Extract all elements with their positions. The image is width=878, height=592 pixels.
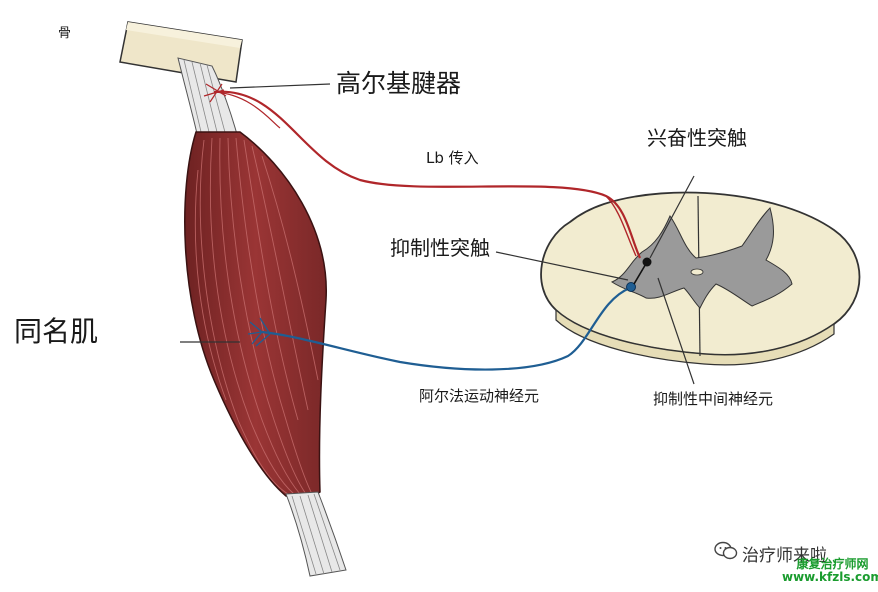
label-bone: 骨: [58, 26, 72, 41]
watermark-site-url: www.kfzls.com: [782, 570, 878, 585]
leader-lines: [180, 83, 695, 385]
label-inhibitory-synapse: 抑制性突触: [390, 236, 490, 260]
label-golgi-tendon-organ: 高尔基腱器: [336, 69, 462, 98]
alpha-motor-nerve: [247, 286, 631, 371]
spinal-cord: [540, 191, 861, 366]
lower-tendon: [285, 491, 347, 577]
bone: [119, 21, 243, 83]
label-excitatory-synapse: 兴奋性突触: [647, 126, 747, 150]
label-lb-afferent: Lb 传入: [426, 149, 479, 167]
muscle-belly: [184, 131, 327, 499]
synapses: [626, 257, 652, 292]
label-inhibitory-interneuron: 抑制性中间神经元: [653, 390, 774, 408]
gray-matter: [610, 207, 793, 309]
label-alpha-motor-neuron: 阿尔法运动神经元: [419, 387, 540, 405]
watermark-site: 康复治疗师网 www.kfzls.com: [782, 557, 878, 585]
watermark-site-name: 康复治疗师网: [796, 557, 869, 571]
watermark-account: 治疗师来啦: [742, 546, 827, 566]
wechat-icon: [714, 541, 738, 560]
label-synergist-muscle: 同名肌: [14, 315, 99, 348]
lb-afferent-nerve: [203, 83, 642, 259]
